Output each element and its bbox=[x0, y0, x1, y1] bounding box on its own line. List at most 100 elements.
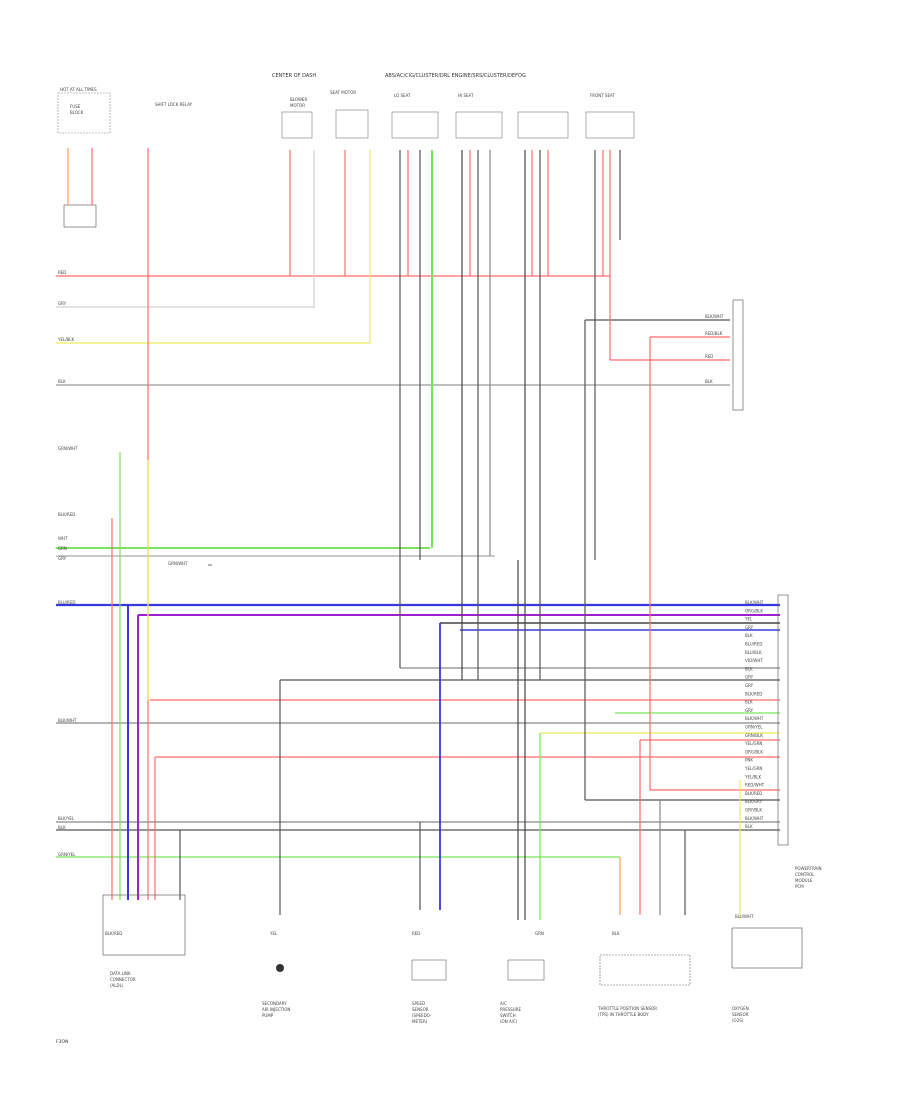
aux-relay-box bbox=[63, 204, 97, 228]
right-connector: POWERTRAIN CONTROL MODULE PCM bbox=[777, 594, 822, 889]
bottom-5-line-1: (TPS) IN THROTTLE BODY bbox=[598, 1012, 649, 1017]
right-wire-label-9: GRY bbox=[745, 675, 754, 680]
left-wire-labels: REDGRYYEL/BLKBLKGRN/WHTBLK/REDWHTGRNGRYB… bbox=[57, 270, 78, 857]
top-right-wire-label-3: BLK bbox=[705, 379, 713, 384]
connector-a-box: LO SEAT bbox=[391, 93, 439, 139]
right-module-title: POWERTRAIN bbox=[795, 866, 822, 871]
air-pump-icon bbox=[276, 964, 284, 972]
left-wire-label-8: GRY bbox=[58, 556, 67, 561]
seat-motor-title: SEAT MOTOR bbox=[330, 90, 356, 95]
connector-left-bottom: DATA LINK CONNECTOR (ALDL) bbox=[102, 894, 186, 988]
bottom-2-line-2: (SPEEDO- bbox=[412, 1013, 432, 1018]
bottom-5-title: THROTTLE POSITION SENSOR bbox=[597, 1006, 657, 1011]
right-wire-label-0: BLK/WHT bbox=[745, 600, 764, 605]
top-right-wire-label-1: RED/BLK bbox=[705, 331, 723, 336]
bottom-components: SECONDARY AIR INJECTION PUMP SPEED SENSO… bbox=[262, 954, 749, 1024]
left-wire-label-10: BLK/WHT bbox=[58, 718, 77, 723]
left-module-line-1: CONNECTOR bbox=[110, 977, 136, 982]
right-wire-label-2: YEL bbox=[744, 617, 753, 622]
blower-line: MOTOR bbox=[290, 103, 305, 108]
bottom-2-title: SPEED bbox=[412, 1001, 425, 1006]
bottom-wire-label-1: YEL bbox=[269, 931, 278, 936]
right-wire-label-4: BLK bbox=[745, 633, 753, 638]
bottom-1-line-2: PUMP bbox=[262, 1013, 274, 1018]
left-wire-label-9: BLU/RED bbox=[58, 600, 75, 605]
right-wire-label-13: GRY bbox=[745, 708, 754, 713]
fuse-block-line-1: FUSE bbox=[70, 104, 81, 109]
right-wire-label-23: BLK/RED bbox=[745, 791, 762, 796]
bottom-3-line-3: (ON A/C) bbox=[500, 1019, 518, 1024]
bottom-wire-label-5: BLU/WHT bbox=[735, 914, 754, 919]
mid-wire-label: GRN/WHT bbox=[168, 561, 188, 566]
right-wire-label-27: BLK bbox=[745, 824, 753, 829]
right-module-line-3: PCM bbox=[795, 884, 804, 889]
right-wire-label-22: RED/WHT bbox=[745, 783, 765, 788]
right-wire-label-16: GRN/BLK bbox=[745, 733, 763, 738]
right-module-line-2: MODULE bbox=[795, 878, 813, 883]
bottom-2-line-3: METER) bbox=[412, 1019, 428, 1024]
right-wire-label-19: PNK bbox=[745, 758, 753, 763]
shift-lock-label: SHIFT LOCK RELAY bbox=[155, 102, 193, 107]
top-right-wire-label-2: RED bbox=[705, 354, 713, 359]
fuse-block-title: HOT AT ALL TIMES bbox=[60, 87, 97, 92]
bottom-6-line-2: (O2S) bbox=[732, 1018, 744, 1023]
tps-box bbox=[599, 954, 691, 986]
right-wire-labels: BLK/WHTORG/BLKYELGRYBLKBLU/REDBLU/BLKVIO… bbox=[744, 600, 765, 829]
right-wire-label-15: GRN/YEL bbox=[745, 725, 763, 730]
bottom-1-line-1: AIR INJECTION bbox=[262, 1007, 290, 1012]
bottom-wire-label-3: GRN bbox=[535, 931, 544, 936]
left-wire-label-2: YEL/BLK bbox=[57, 337, 75, 342]
right-wire-label-17: YEL/GRN bbox=[744, 741, 762, 746]
bottom-6-line-1: SENSOR bbox=[732, 1012, 749, 1017]
right-wire-label-3: GRY bbox=[745, 625, 754, 630]
right-wire-label-8: BLK bbox=[745, 666, 753, 671]
right-wire-label-5: BLU/RED bbox=[745, 642, 762, 647]
left-wire-label-11: BLK/YEL bbox=[58, 816, 75, 821]
left-wire-label-4: GRN/WHT bbox=[58, 446, 78, 451]
connector-b-box: HI SEAT bbox=[455, 93, 503, 139]
right-wire-label-24: BLK/GRY bbox=[745, 799, 763, 804]
seat-lo-title: LO SEAT bbox=[394, 93, 411, 98]
bottom-6-title: OXYGEN bbox=[732, 1006, 749, 1011]
bottom-3-line-1: PRESSURE bbox=[500, 1007, 522, 1012]
top-right-connector bbox=[732, 299, 744, 411]
seat-motor-box: SEAT MOTOR bbox=[330, 90, 369, 139]
left-wire-label-12: BLK bbox=[58, 825, 66, 830]
right-wire-label-12: BLK bbox=[745, 700, 753, 705]
left-wire-label-3: BLK bbox=[58, 379, 66, 384]
bottom-1-title: SECONDARY bbox=[262, 1001, 287, 1006]
right-wire-label-14: BLK/WHT bbox=[745, 716, 764, 721]
header-prefix: CENTER OF DASH bbox=[272, 73, 316, 79]
left-wire-label-6: WHT bbox=[58, 536, 68, 541]
horizontal-wires bbox=[56, 275, 780, 858]
page-number: F3ON bbox=[56, 1039, 68, 1045]
bottom-3-title: A/C bbox=[500, 1001, 507, 1006]
blower-motor-box: BLOWER MOTOR bbox=[281, 97, 313, 139]
oxygen-sensor-box bbox=[731, 927, 803, 969]
connector-c-box bbox=[517, 111, 569, 139]
fuse-block: HOT AT ALL TIMES FUSE BLOCK SHIFT LOCK R… bbox=[57, 87, 193, 134]
right-wire-label-1: ORG/BLK bbox=[745, 608, 763, 613]
right-wire-label-10: GRY bbox=[745, 683, 754, 688]
left-wire-label-5: BLK/RED bbox=[58, 512, 75, 517]
bottom-wire-label-2: RED bbox=[412, 931, 420, 936]
right-wire-label-7: VIO/WHT bbox=[745, 658, 763, 663]
right-module-line-1: CONTROL bbox=[795, 872, 815, 877]
header-suffix: ABS/AC/CIG/CLUSTER/DRL ENGINE/SRS/CLUSTE… bbox=[385, 73, 526, 79]
left-wire-label-0: RED bbox=[58, 270, 66, 275]
front-seat-title: FRONT SEAT bbox=[590, 93, 615, 98]
left-wire-label-7: GRN bbox=[58, 546, 67, 551]
blower-title: BLOWER bbox=[290, 97, 307, 102]
right-wire-label-18: ORG/BLK bbox=[745, 749, 763, 754]
fuse-block-line-2: BLOCK bbox=[70, 110, 84, 115]
ac-switch-box bbox=[507, 959, 545, 981]
seat-hi-title: HI SEAT bbox=[458, 93, 474, 98]
right-wire-label-26: BLK/WHT bbox=[745, 816, 764, 821]
bottom-wire-label-0: BLK/RED bbox=[105, 931, 122, 936]
right-wire-label-20: YEL/GRN bbox=[744, 766, 762, 771]
left-module-line-2: (ALDL) bbox=[110, 983, 124, 988]
bottom-3-line-2: SWITCH bbox=[500, 1013, 516, 1018]
